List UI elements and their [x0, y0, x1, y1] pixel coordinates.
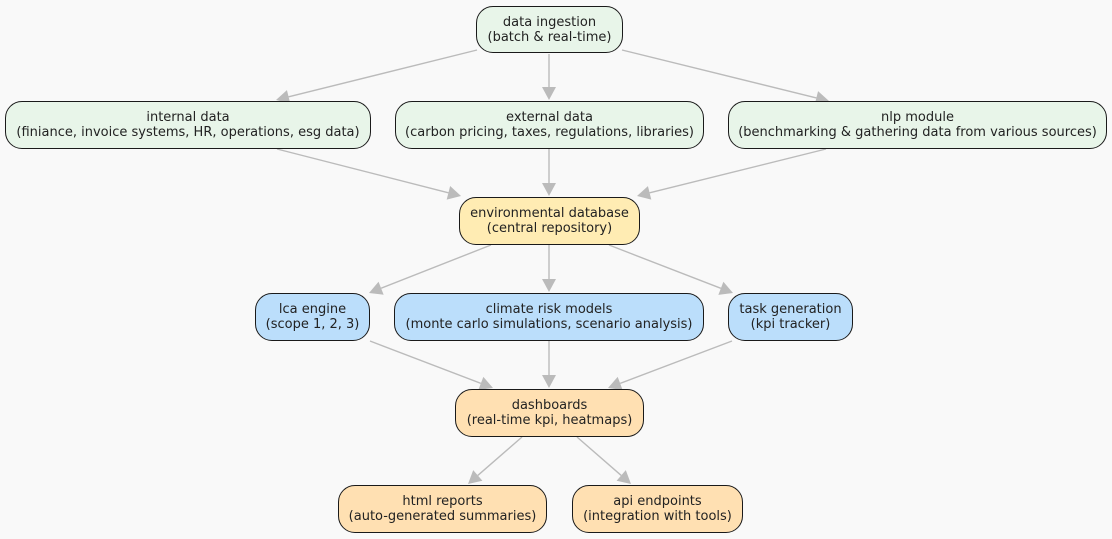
node-external-data: external data (carbon pricing, taxes, re… [395, 101, 704, 149]
node-title: environmental database [470, 206, 629, 221]
node-subtitle: (kpi tracker) [750, 317, 831, 332]
node-climate-risk-models: climate risk models (monte carlo simulat… [394, 293, 704, 341]
edge-line [380, 244, 492, 289]
node-subtitle: (real-time kpi, heatmaps) [466, 413, 633, 428]
arrowhead-icon [542, 87, 556, 100]
node-title: external data [506, 110, 593, 125]
node-internal-data: internal data (finiance, invoice systems… [5, 101, 371, 149]
arrowhead-icon [718, 281, 733, 295]
edge-line [621, 49, 817, 99]
arrowhead-icon [276, 90, 291, 104]
arrowhead-icon [608, 376, 623, 390]
edge-lca-to-dashboards [369, 340, 493, 390]
node-title: internal data [146, 110, 230, 125]
edge-database-to-climate [542, 245, 556, 292]
edge-line [369, 340, 482, 385]
arrowhead-icon [542, 375, 556, 388]
edge-line [477, 436, 523, 476]
node-data-ingestion: data ingestion (batch & real-time) [476, 6, 623, 53]
arrowhead-icon [542, 183, 556, 196]
node-title: climate risk models [485, 302, 613, 317]
edge-climate-to-dashboards [542, 341, 556, 388]
edge-dashboards-to-html_reports [468, 436, 523, 484]
node-subtitle: (carbon pricing, taxes, regulations, lib… [405, 125, 694, 140]
node-title: dashboards [511, 398, 588, 413]
node-subtitle: (auto-generated summaries) [348, 509, 537, 524]
node-html-reports: html reports (auto-generated summaries) [338, 485, 547, 533]
arrowhead-icon [478, 376, 493, 390]
edge-nlp-to-database [637, 148, 827, 200]
arrowhead-icon [542, 279, 556, 292]
node-subtitle: (monte carlo simulations, scenario analy… [405, 317, 693, 332]
node-nlp-module: nlp module (benchmarking & gathering dat… [728, 101, 1107, 149]
edge-task-to-dashboards [608, 340, 733, 390]
edge-line [608, 244, 722, 289]
edge-line [288, 49, 478, 98]
edge-dashboards-to-api [576, 436, 631, 484]
node-subtitle: (scope 1, 2, 3) [265, 317, 360, 332]
node-title: data ingestion [502, 14, 597, 30]
node-dashboards: dashboards (real-time kpi, heatmaps) [455, 389, 644, 437]
edge-database-to-task [608, 244, 733, 295]
node-environmental-database: environmental database (central reposito… [459, 197, 640, 245]
node-title: task generation [739, 302, 842, 317]
node-lca-engine: lca engine (scope 1, 2, 3) [255, 293, 370, 341]
arrowhead-icon [637, 186, 652, 200]
arrowhead-icon [369, 281, 384, 295]
node-subtitle: (central repository) [486, 221, 613, 236]
node-subtitle: (integration with tools) [583, 509, 732, 524]
arrowhead-icon [616, 470, 631, 484]
edge-ingestion-to-external [542, 54, 556, 100]
edge-layer [276, 49, 829, 484]
edge-line [619, 340, 733, 385]
edge-line [649, 148, 827, 194]
edge-ingestion-to-nlp [621, 49, 829, 105]
node-task-generation: task generation (kpi tracker) [728, 293, 853, 341]
node-title: api endpoints [613, 494, 702, 509]
node-api-endpoints: api endpoints (integration with tools) [572, 485, 743, 533]
arrowhead-icon [446, 186, 461, 200]
node-title: lca engine [278, 302, 347, 317]
arrowhead-icon [468, 470, 483, 484]
node-subtitle: (finiance, invoice systems, HR, operatio… [16, 125, 360, 140]
edge-external-to-database [542, 149, 556, 196]
edge-line [576, 436, 622, 476]
edge-internal-to-database [276, 148, 461, 200]
node-subtitle: (batch & real-time) [487, 29, 612, 45]
node-subtitle: (benchmarking & gathering data from vari… [738, 125, 1097, 140]
node-title: nlp module [881, 110, 954, 125]
edge-ingestion-to-internal [276, 49, 478, 104]
edge-line [276, 148, 449, 194]
edge-database-to-lca [369, 244, 492, 295]
node-title: html reports [402, 494, 483, 509]
